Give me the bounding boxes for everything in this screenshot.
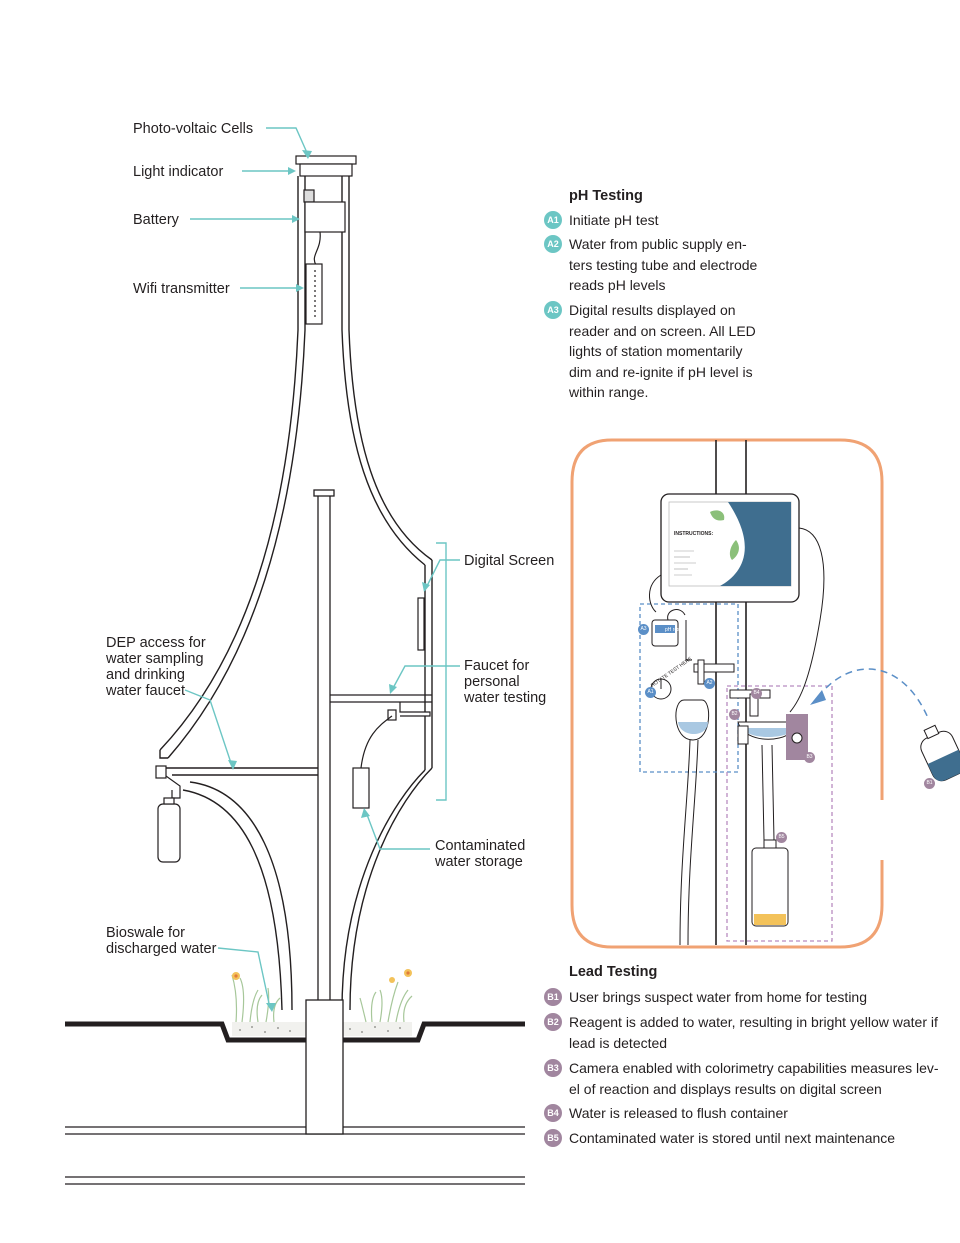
marker-b2: B2 xyxy=(729,709,740,720)
badge-b2: B2 xyxy=(544,1013,562,1031)
marker-a1: A1 xyxy=(645,687,656,698)
ph-dashed-box xyxy=(639,603,739,773)
badge-b5: B5 xyxy=(544,1129,562,1147)
rotate-text: ROTATE TEST HERE xyxy=(650,656,694,689)
label-battery: Battery xyxy=(133,212,179,228)
side-fixtures xyxy=(352,597,431,809)
label-light-indicator: Light indicator xyxy=(133,164,224,180)
ph-testing-title: pH Testing xyxy=(569,188,643,204)
label-digital-screen: Digital Screen xyxy=(464,553,555,569)
dep-faucet xyxy=(155,765,181,863)
marker-a3: A3 xyxy=(638,624,649,635)
screen-bracket xyxy=(436,542,447,801)
throw-arrowhead xyxy=(810,690,826,705)
tablet-lines xyxy=(674,550,696,576)
marker-b1: B1 xyxy=(924,778,935,789)
marker-b3: B3 xyxy=(804,752,815,763)
leader-lines xyxy=(184,127,460,1009)
marker-a2: A2 xyxy=(704,678,715,689)
map-land xyxy=(710,510,739,560)
label-wifi: Wifi transmitter xyxy=(133,281,230,297)
station-body xyxy=(159,176,433,1011)
badge-a2: A2 xyxy=(544,235,562,253)
gravel-dots xyxy=(239,1026,401,1033)
screen-title: INSTRUCTIONS: xyxy=(674,531,714,537)
ph-result-text: pH result xyxy=(665,627,686,633)
ground xyxy=(65,1021,525,1185)
map-water xyxy=(720,502,791,586)
badge-b3: B3 xyxy=(544,1059,562,1077)
central-pipe xyxy=(305,489,432,1135)
leader-arrowheads xyxy=(228,150,430,1012)
lead-testing-title: Lead Testing xyxy=(569,964,658,980)
detail-frame xyxy=(570,438,884,949)
pv-cap xyxy=(295,155,357,325)
marker-b4: B4 xyxy=(751,688,762,699)
flower-icons xyxy=(232,969,412,983)
throw-arrow xyxy=(825,668,929,719)
badge-a1: A1 xyxy=(544,211,562,229)
badge-b1: B1 xyxy=(544,988,562,1006)
marker-b5: B5 xyxy=(776,832,787,843)
lead-dashed-box xyxy=(726,685,833,942)
ph-apparatus xyxy=(649,574,735,946)
badge-b4: B4 xyxy=(544,1104,562,1122)
lead-apparatus xyxy=(729,527,825,927)
label-photovoltaic: Photo-voltaic Cells xyxy=(133,121,254,137)
bottle-icon xyxy=(920,724,960,782)
badge-a3: A3 xyxy=(544,301,562,319)
